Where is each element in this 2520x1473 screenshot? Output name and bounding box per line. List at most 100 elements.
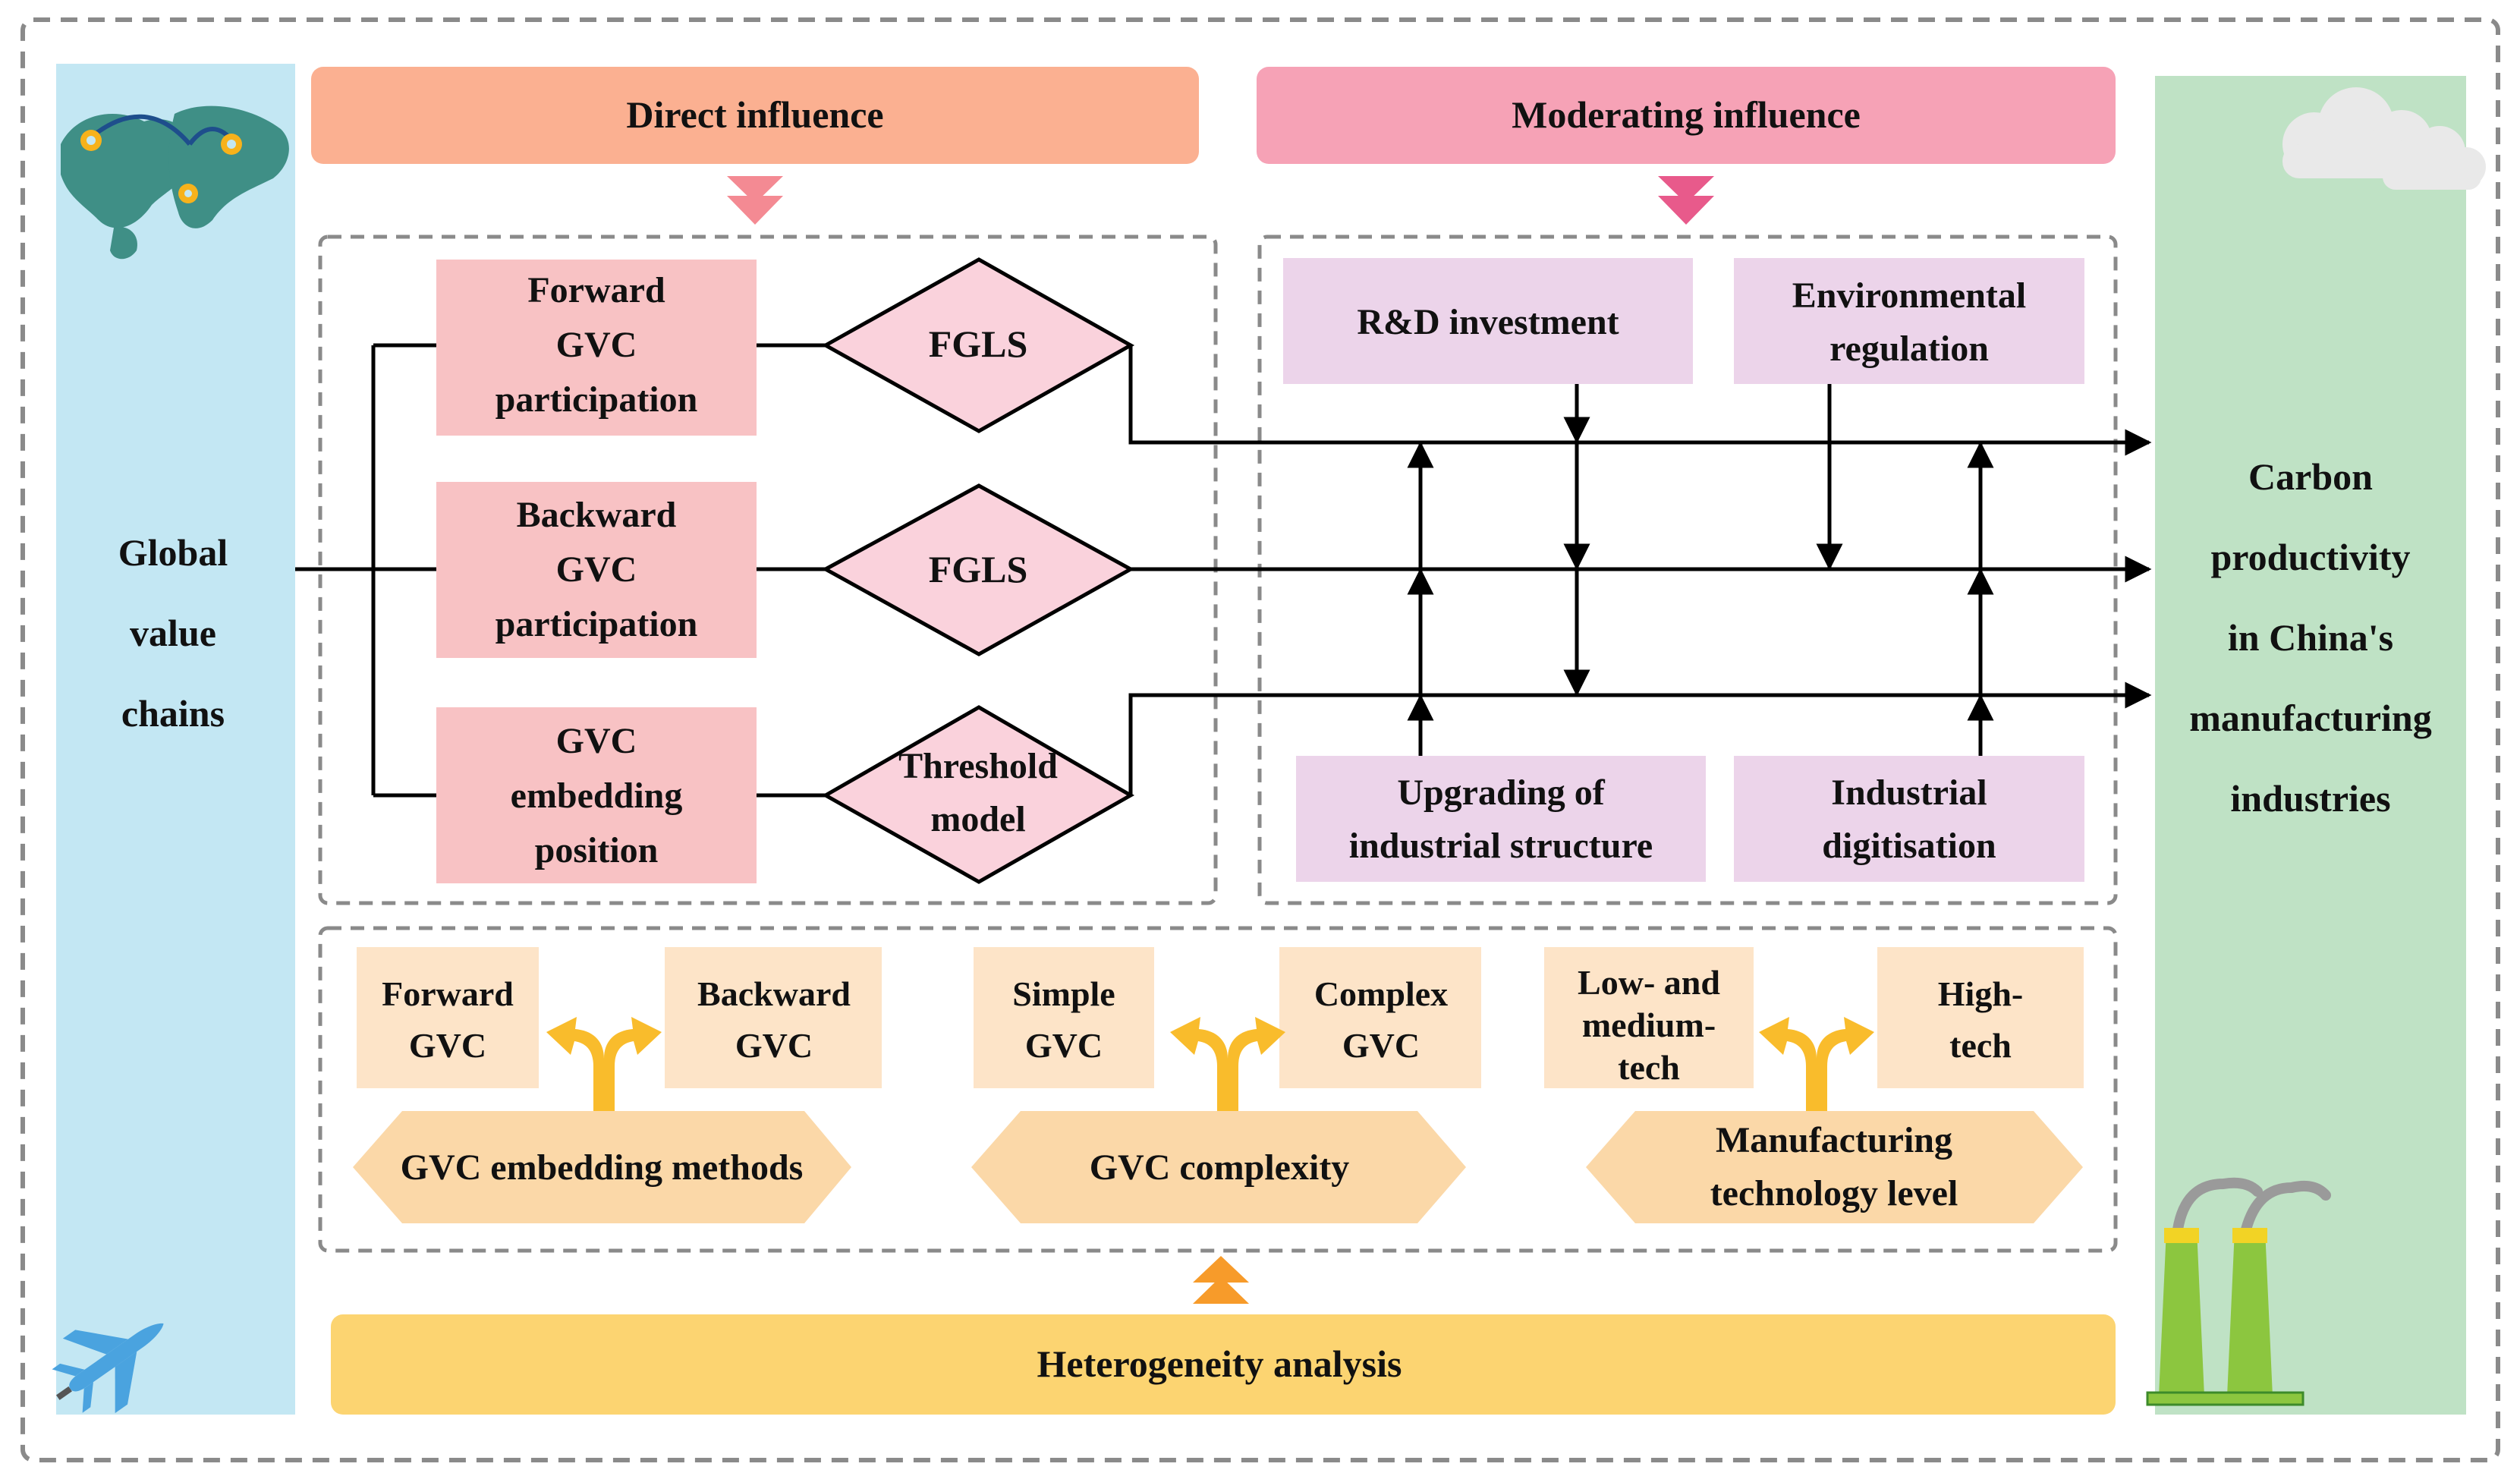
text-line: GVC bbox=[409, 1026, 486, 1065]
threshold-model-label: Threshold model bbox=[898, 746, 1058, 839]
text-line: in China's bbox=[2228, 616, 2393, 659]
text-line: industrial structure bbox=[1349, 826, 1653, 866]
industrial-digitisation-box bbox=[1734, 756, 2084, 882]
text-line: Complex bbox=[1314, 974, 1448, 1013]
text-line: R&D investment bbox=[1357, 302, 1619, 342]
upgrading-industrial-structure-text: Upgrading of industrial structure bbox=[1349, 773, 1653, 866]
fgls-label-2: FGLS bbox=[929, 548, 1028, 590]
direct-influence-label: Direct influence bbox=[626, 93, 883, 136]
upgrading-industrial-structure-box bbox=[1296, 756, 1706, 882]
forward-gvc-participation-box bbox=[436, 260, 757, 436]
airplane-icon bbox=[52, 1323, 164, 1414]
moderating-influence-header bbox=[1257, 67, 2116, 164]
text-line: GVC complexity bbox=[1090, 1147, 1350, 1188]
moderating-influence-label: Moderating influence bbox=[1512, 93, 1861, 136]
gvc-complexity-hex bbox=[971, 1111, 1466, 1223]
heterogeneity-section bbox=[318, 926, 2118, 1253]
text-line: tech bbox=[1618, 1048, 1680, 1087]
text-line: Industrial bbox=[1831, 773, 1987, 813]
fgls-label-1: FGLS bbox=[929, 323, 1028, 365]
text-line: productivity bbox=[2211, 536, 2411, 578]
left-panel bbox=[56, 64, 295, 1415]
world-map-icon bbox=[61, 105, 289, 260]
threshold-model-diamond bbox=[821, 705, 1135, 884]
direct-influence-header bbox=[311, 67, 1199, 164]
text-line: Simple bbox=[1012, 974, 1115, 1013]
low-medium-tech-box bbox=[1544, 947, 1754, 1088]
text-line: FGLS bbox=[929, 323, 1028, 365]
text-line: participation bbox=[496, 379, 698, 420]
gvc-embedding-position-box bbox=[436, 707, 757, 883]
environmental-regulation-box bbox=[1734, 258, 2084, 384]
text-line: GVC bbox=[556, 721, 637, 761]
forward-gvc-box bbox=[357, 947, 539, 1088]
gvc-connector-lines bbox=[295, 343, 436, 798]
high-tech-text: High-tech bbox=[1938, 974, 2023, 1065]
manufacturing-technology-level-text: Manufacturing technology level bbox=[1710, 1120, 1958, 1213]
text-line: tech bbox=[1949, 1026, 2012, 1065]
heterogeneity-up-arrow-icon bbox=[1193, 1256, 1249, 1304]
text-line: GVC bbox=[1342, 1026, 1420, 1065]
environmental-regulation-text: Environmental regulation bbox=[1792, 275, 2026, 369]
text-line: technology level bbox=[1710, 1173, 1958, 1213]
text-line: GVC bbox=[1025, 1026, 1103, 1065]
right-panel bbox=[2155, 76, 2466, 1415]
text-line: Forward bbox=[527, 270, 665, 310]
moderator-arrows bbox=[1407, 384, 1994, 756]
text-line: Carbon bbox=[2248, 455, 2373, 498]
text-line: GVC bbox=[556, 549, 637, 590]
text-line: medium- bbox=[1582, 1006, 1716, 1044]
fork-arrow-icon-3 bbox=[1759, 1017, 1874, 1116]
text-line: Low- and bbox=[1578, 963, 1720, 1002]
text-line: Upgrading of bbox=[1397, 773, 1605, 813]
text-line: GVC bbox=[556, 325, 637, 365]
industrial-digitisation-text: Industrial digitisation bbox=[1822, 773, 1996, 866]
text-line: Backward bbox=[697, 974, 851, 1013]
gvc-embedding-position-text: GVC embedding position bbox=[511, 721, 683, 870]
moderating-down-arrow-icon bbox=[1658, 176, 1714, 225]
direct-down-arrow-icon bbox=[727, 176, 783, 225]
manufacturing-technology-level-hex bbox=[1586, 1111, 2083, 1223]
factory-chimney-icon bbox=[2146, 1177, 2331, 1406]
gvc-embedding-methods-text: GVC embedding methods bbox=[401, 1147, 804, 1188]
text-line: chains bbox=[121, 692, 225, 735]
fork-arrow-icon-2 bbox=[1170, 1017, 1285, 1116]
text-line: manufacturing bbox=[2189, 697, 2431, 739]
text-line: Forward bbox=[382, 974, 514, 1013]
low-medium-tech-text: Low- and medium-tech bbox=[1578, 963, 1720, 1087]
text-line: regulation bbox=[1829, 329, 1989, 369]
box-diamond-connectors bbox=[757, 343, 826, 798]
complex-gvc-box bbox=[1279, 947, 1481, 1088]
text-line: Environmental bbox=[1792, 275, 2026, 316]
text-line: GVC bbox=[735, 1026, 813, 1065]
gvc-complexity-text: GVC complexity bbox=[1090, 1147, 1350, 1188]
text-line: Threshold bbox=[898, 746, 1058, 786]
simple-gvc-box bbox=[974, 947, 1154, 1088]
text-line: participation bbox=[496, 604, 698, 644]
text-line: industries bbox=[2230, 777, 2390, 820]
outer-frame bbox=[20, 17, 2500, 1462]
rd-investment-box bbox=[1283, 258, 1693, 384]
text-line: GVC embedding methods bbox=[401, 1147, 804, 1188]
text-line: embedding bbox=[511, 776, 683, 816]
backward-gvc-participation-box bbox=[436, 482, 757, 658]
main-arrows bbox=[1128, 345, 2152, 795]
high-tech-box bbox=[1877, 947, 2084, 1088]
rd-investment-text: R&D investment bbox=[1357, 302, 1619, 342]
text-line: Manufacturing bbox=[1716, 1120, 1952, 1160]
fork-arrow-icon-1 bbox=[546, 1017, 662, 1116]
gvc-embedding-methods-hex bbox=[353, 1111, 851, 1223]
text-line: FGLS bbox=[929, 548, 1028, 590]
text-line: digitisation bbox=[1822, 826, 1996, 866]
text-line: position bbox=[535, 830, 659, 870]
heterogeneity-analysis-bar bbox=[331, 1314, 2116, 1415]
cloud-icon bbox=[2282, 87, 2486, 190]
text-line: model bbox=[930, 799, 1025, 839]
